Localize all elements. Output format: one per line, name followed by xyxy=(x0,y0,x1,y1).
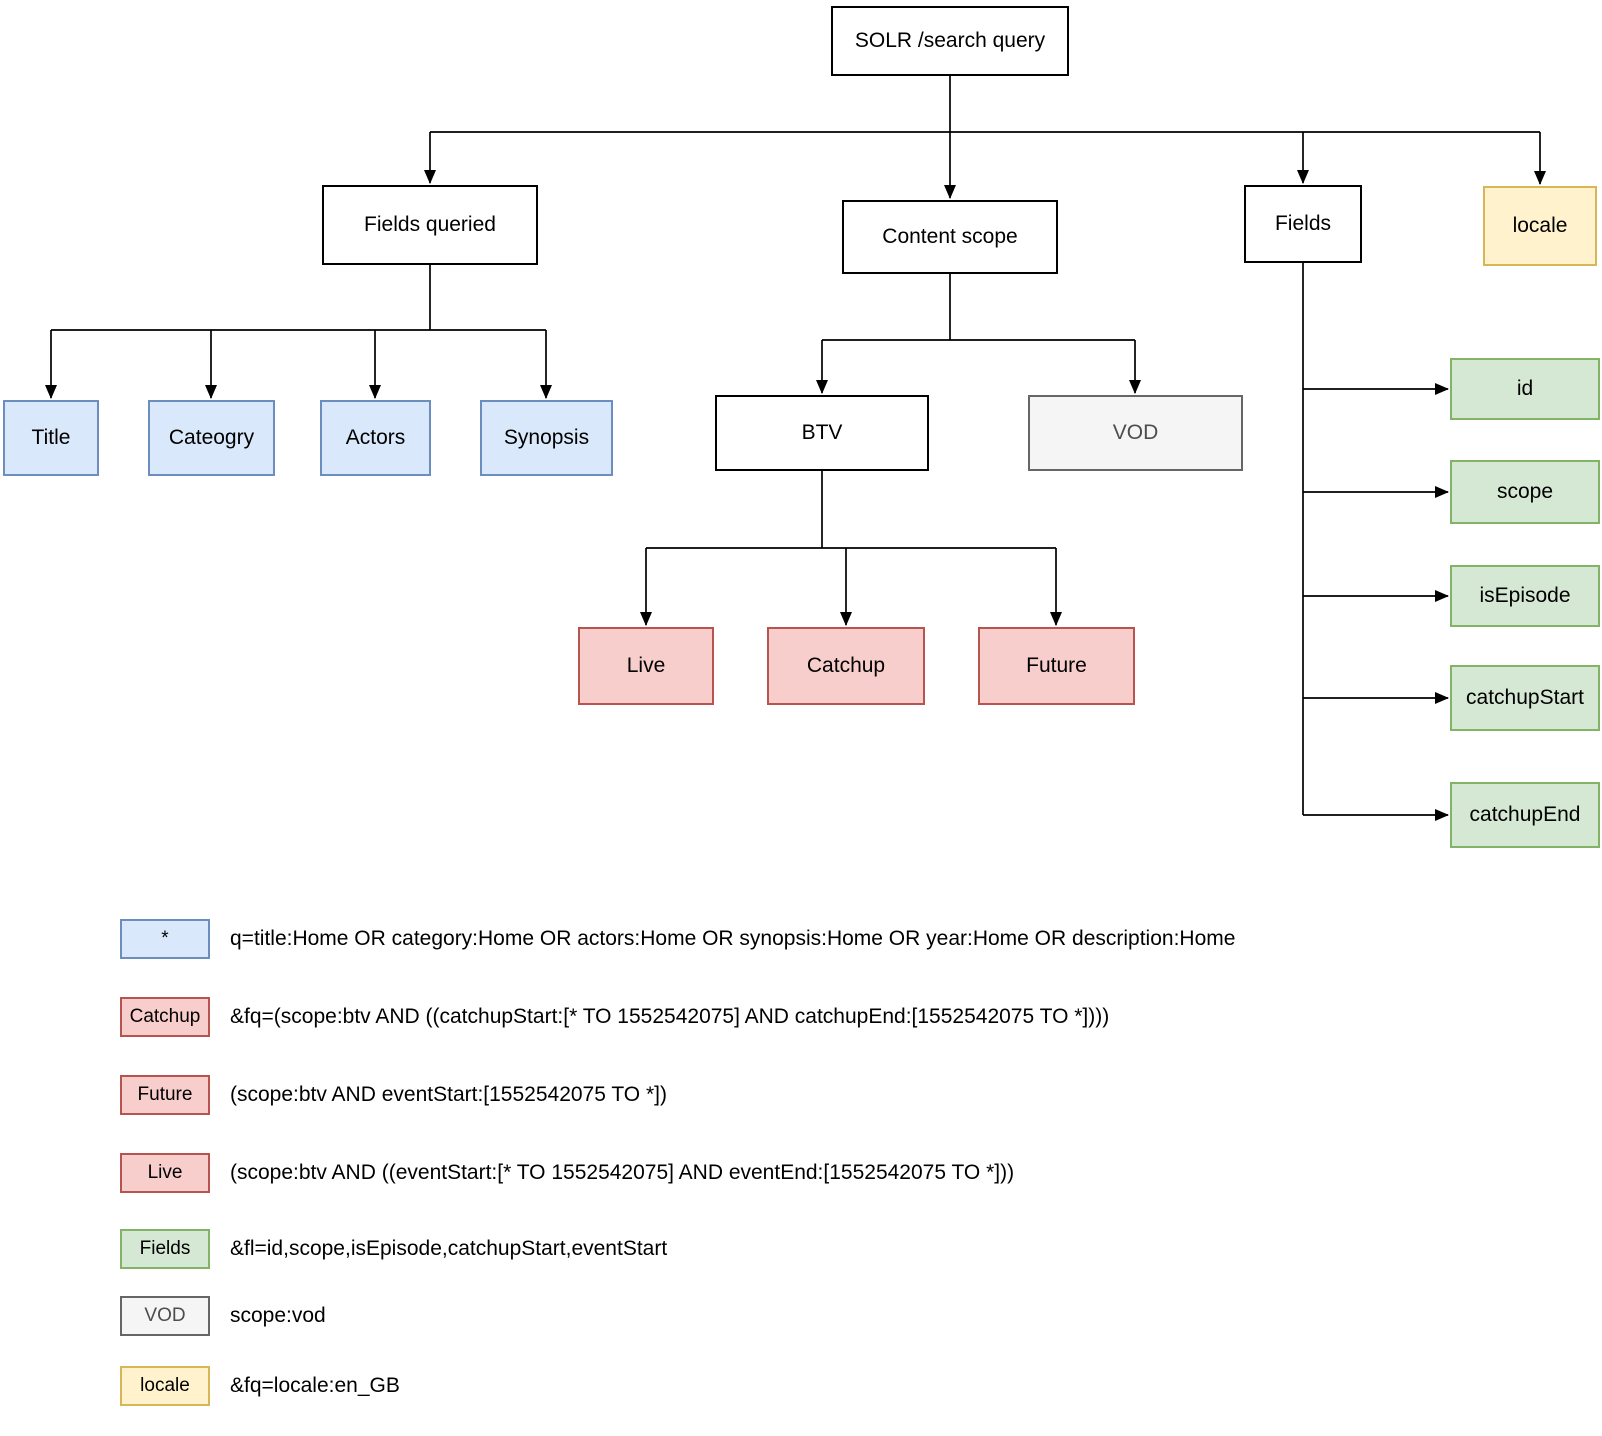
legend-row-star: * q=title:Home OR category:Home OR actor… xyxy=(0,919,1602,963)
legend-text-catchup: &fq=(scope:btv AND ((catchupStart:[* TO … xyxy=(230,1005,1110,1028)
legend-chip-star: * xyxy=(120,919,210,959)
legend-row-future: Future (scope:btv AND eventStart:[155254… xyxy=(0,1075,1602,1119)
legend-chip-catchup: Catchup xyxy=(120,997,210,1037)
node-id: id xyxy=(1450,358,1600,420)
node-btv: BTV xyxy=(715,395,929,471)
legend-text-fields: &fl=id,scope,isEpisode,catchupStart,even… xyxy=(230,1237,668,1260)
legend-chip-locale: locale xyxy=(120,1366,210,1406)
node-locale: locale xyxy=(1483,186,1597,266)
node-scope: scope xyxy=(1450,460,1600,524)
node-future: Future xyxy=(978,627,1135,705)
legend-chip-live: Live xyxy=(120,1153,210,1193)
legend-row-locale: locale &fq=locale:en_GB xyxy=(0,1366,1602,1410)
legend-chip-fields: Fields xyxy=(120,1229,210,1269)
legend-text-locale: &fq=locale:en_GB xyxy=(230,1374,400,1397)
node-content-scope: Content scope xyxy=(842,200,1058,274)
legend-text-vod: scope:vod xyxy=(230,1304,326,1327)
legend-row-live: Live (scope:btv AND ((eventStart:[* TO 1… xyxy=(0,1153,1602,1197)
legend-text-future: (scope:btv AND eventStart:[1552542075 TO… xyxy=(230,1083,667,1106)
node-fields: Fields xyxy=(1244,185,1362,263)
node-title: Title xyxy=(3,400,99,476)
legend-row-fields: Fields &fl=id,scope,isEpisode,catchupSta… xyxy=(0,1229,1602,1273)
legend-chip-vod: VOD xyxy=(120,1296,210,1336)
node-fields-queried: Fields queried xyxy=(322,185,538,265)
legend-row-vod: VOD scope:vod xyxy=(0,1296,1602,1340)
legend-text-star: q=title:Home OR category:Home OR actors:… xyxy=(230,927,1236,950)
node-solr-search-query: SOLR /search query xyxy=(831,6,1069,76)
node-actors: Actors xyxy=(320,400,431,476)
node-live: Live xyxy=(578,627,714,705)
node-vod: VOD xyxy=(1028,395,1243,471)
legend-chip-future: Future xyxy=(120,1075,210,1115)
node-isepisode: isEpisode xyxy=(1450,565,1600,627)
node-cateogry: Cateogry xyxy=(148,400,275,476)
node-catchup: Catchup xyxy=(767,627,925,705)
node-catchupstart: catchupStart xyxy=(1450,665,1600,731)
node-catchupend: catchupEnd xyxy=(1450,782,1600,848)
node-synopsis: Synopsis xyxy=(480,400,613,476)
legend-row-catchup: Catchup &fq=(scope:btv AND ((catchupStar… xyxy=(0,997,1602,1041)
legend-text-live: (scope:btv AND ((eventStart:[* TO 155254… xyxy=(230,1161,1015,1184)
